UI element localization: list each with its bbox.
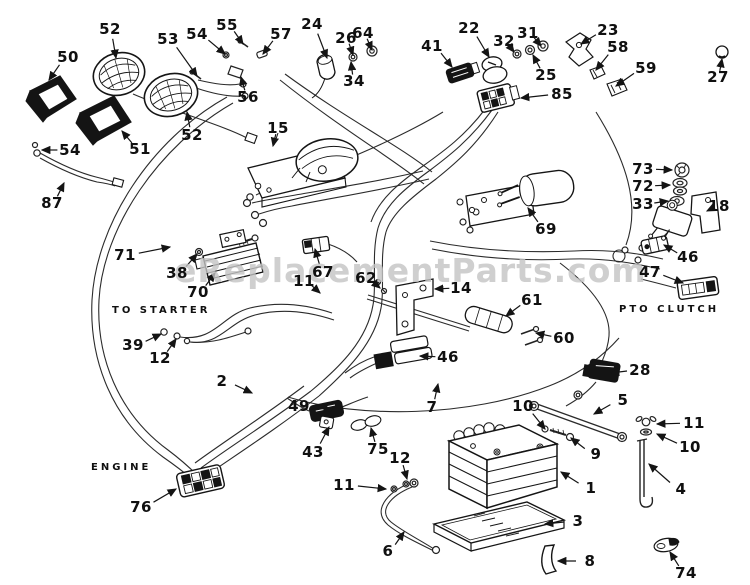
regulator-illustration: [194, 228, 264, 286]
switch-parts-illustration: [311, 32, 729, 99]
annotation-to-starter: TO STARTER: [112, 305, 211, 316]
horn-bracket-illustration: [247, 132, 359, 208]
connectors-illustration: [175, 61, 720, 498]
headlight-assembly-illustration: [25, 51, 258, 188]
fuse-holder-illustration: [395, 278, 513, 336]
battery-tray-illustration: [431, 501, 680, 575]
fasteners-illustration: [31, 38, 690, 555]
pto-switch-illustration: [648, 191, 721, 241]
annotation-engine: ENGINE: [91, 462, 152, 473]
annotation-pto-clutch: PTO CLUTCH: [619, 304, 720, 315]
leader-lines: [40, 31, 725, 567]
wiring-harness-illustration: [39, 73, 677, 553]
battery-illustration: [446, 422, 560, 510]
solenoid-illustration: [456, 169, 575, 227]
watermark-text: eReplacementParts.com: [174, 251, 647, 290]
